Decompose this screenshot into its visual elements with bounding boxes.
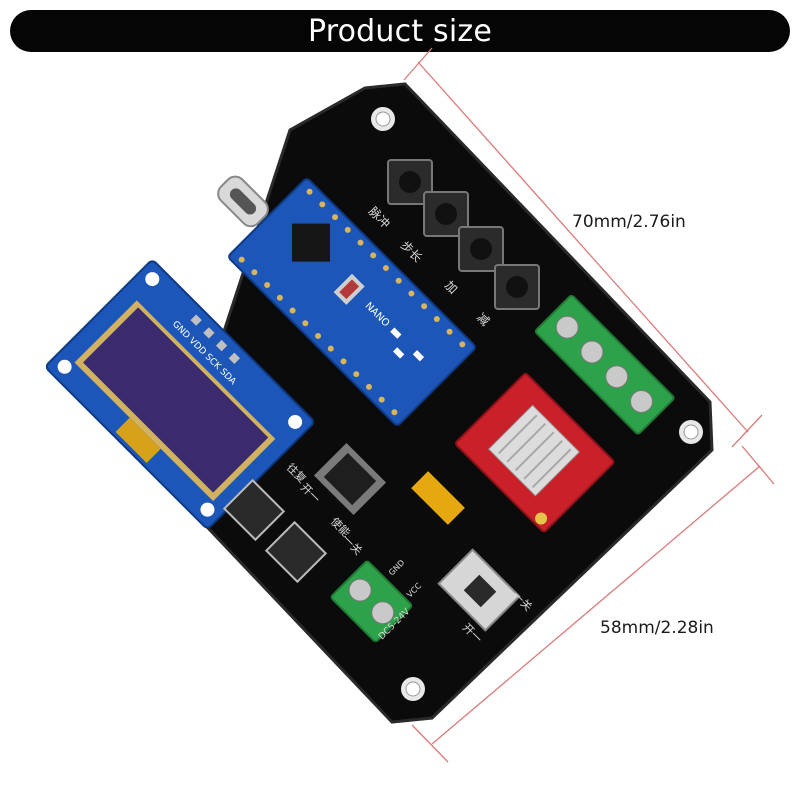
length-dimension-line [417, 61, 749, 433]
slide-switches [222, 478, 521, 632]
oled-module: GND VDD SCK SDA [45, 260, 314, 529]
width-dimension-tick-right [741, 445, 775, 485]
length-dimension-tick-top [403, 47, 433, 81]
dimension-lines [403, 47, 775, 763]
mounting-holes [371, 107, 703, 701]
page-title: Product size [307, 13, 492, 49]
width-dimension-line [431, 465, 761, 745]
length-dimension-label: 70mm/2.76in [572, 212, 686, 232]
dip-switch [411, 471, 465, 525]
nano-module: NANO [228, 178, 476, 426]
title-banner: Product size [10, 10, 790, 52]
oled-screen [83, 307, 269, 493]
motor-terminal-block [534, 294, 675, 435]
stepper-driver-module [455, 373, 615, 533]
width-dimension-tick-left [411, 724, 449, 763]
length-dimension-tick-bottom [731, 414, 763, 448]
power-terminal-block [330, 560, 413, 643]
push-buttons [387, 159, 540, 310]
width-dimension-label: 58mm/2.28in [600, 618, 714, 638]
usb-c-port [217, 175, 269, 228]
voltage-regulator [313, 442, 387, 516]
